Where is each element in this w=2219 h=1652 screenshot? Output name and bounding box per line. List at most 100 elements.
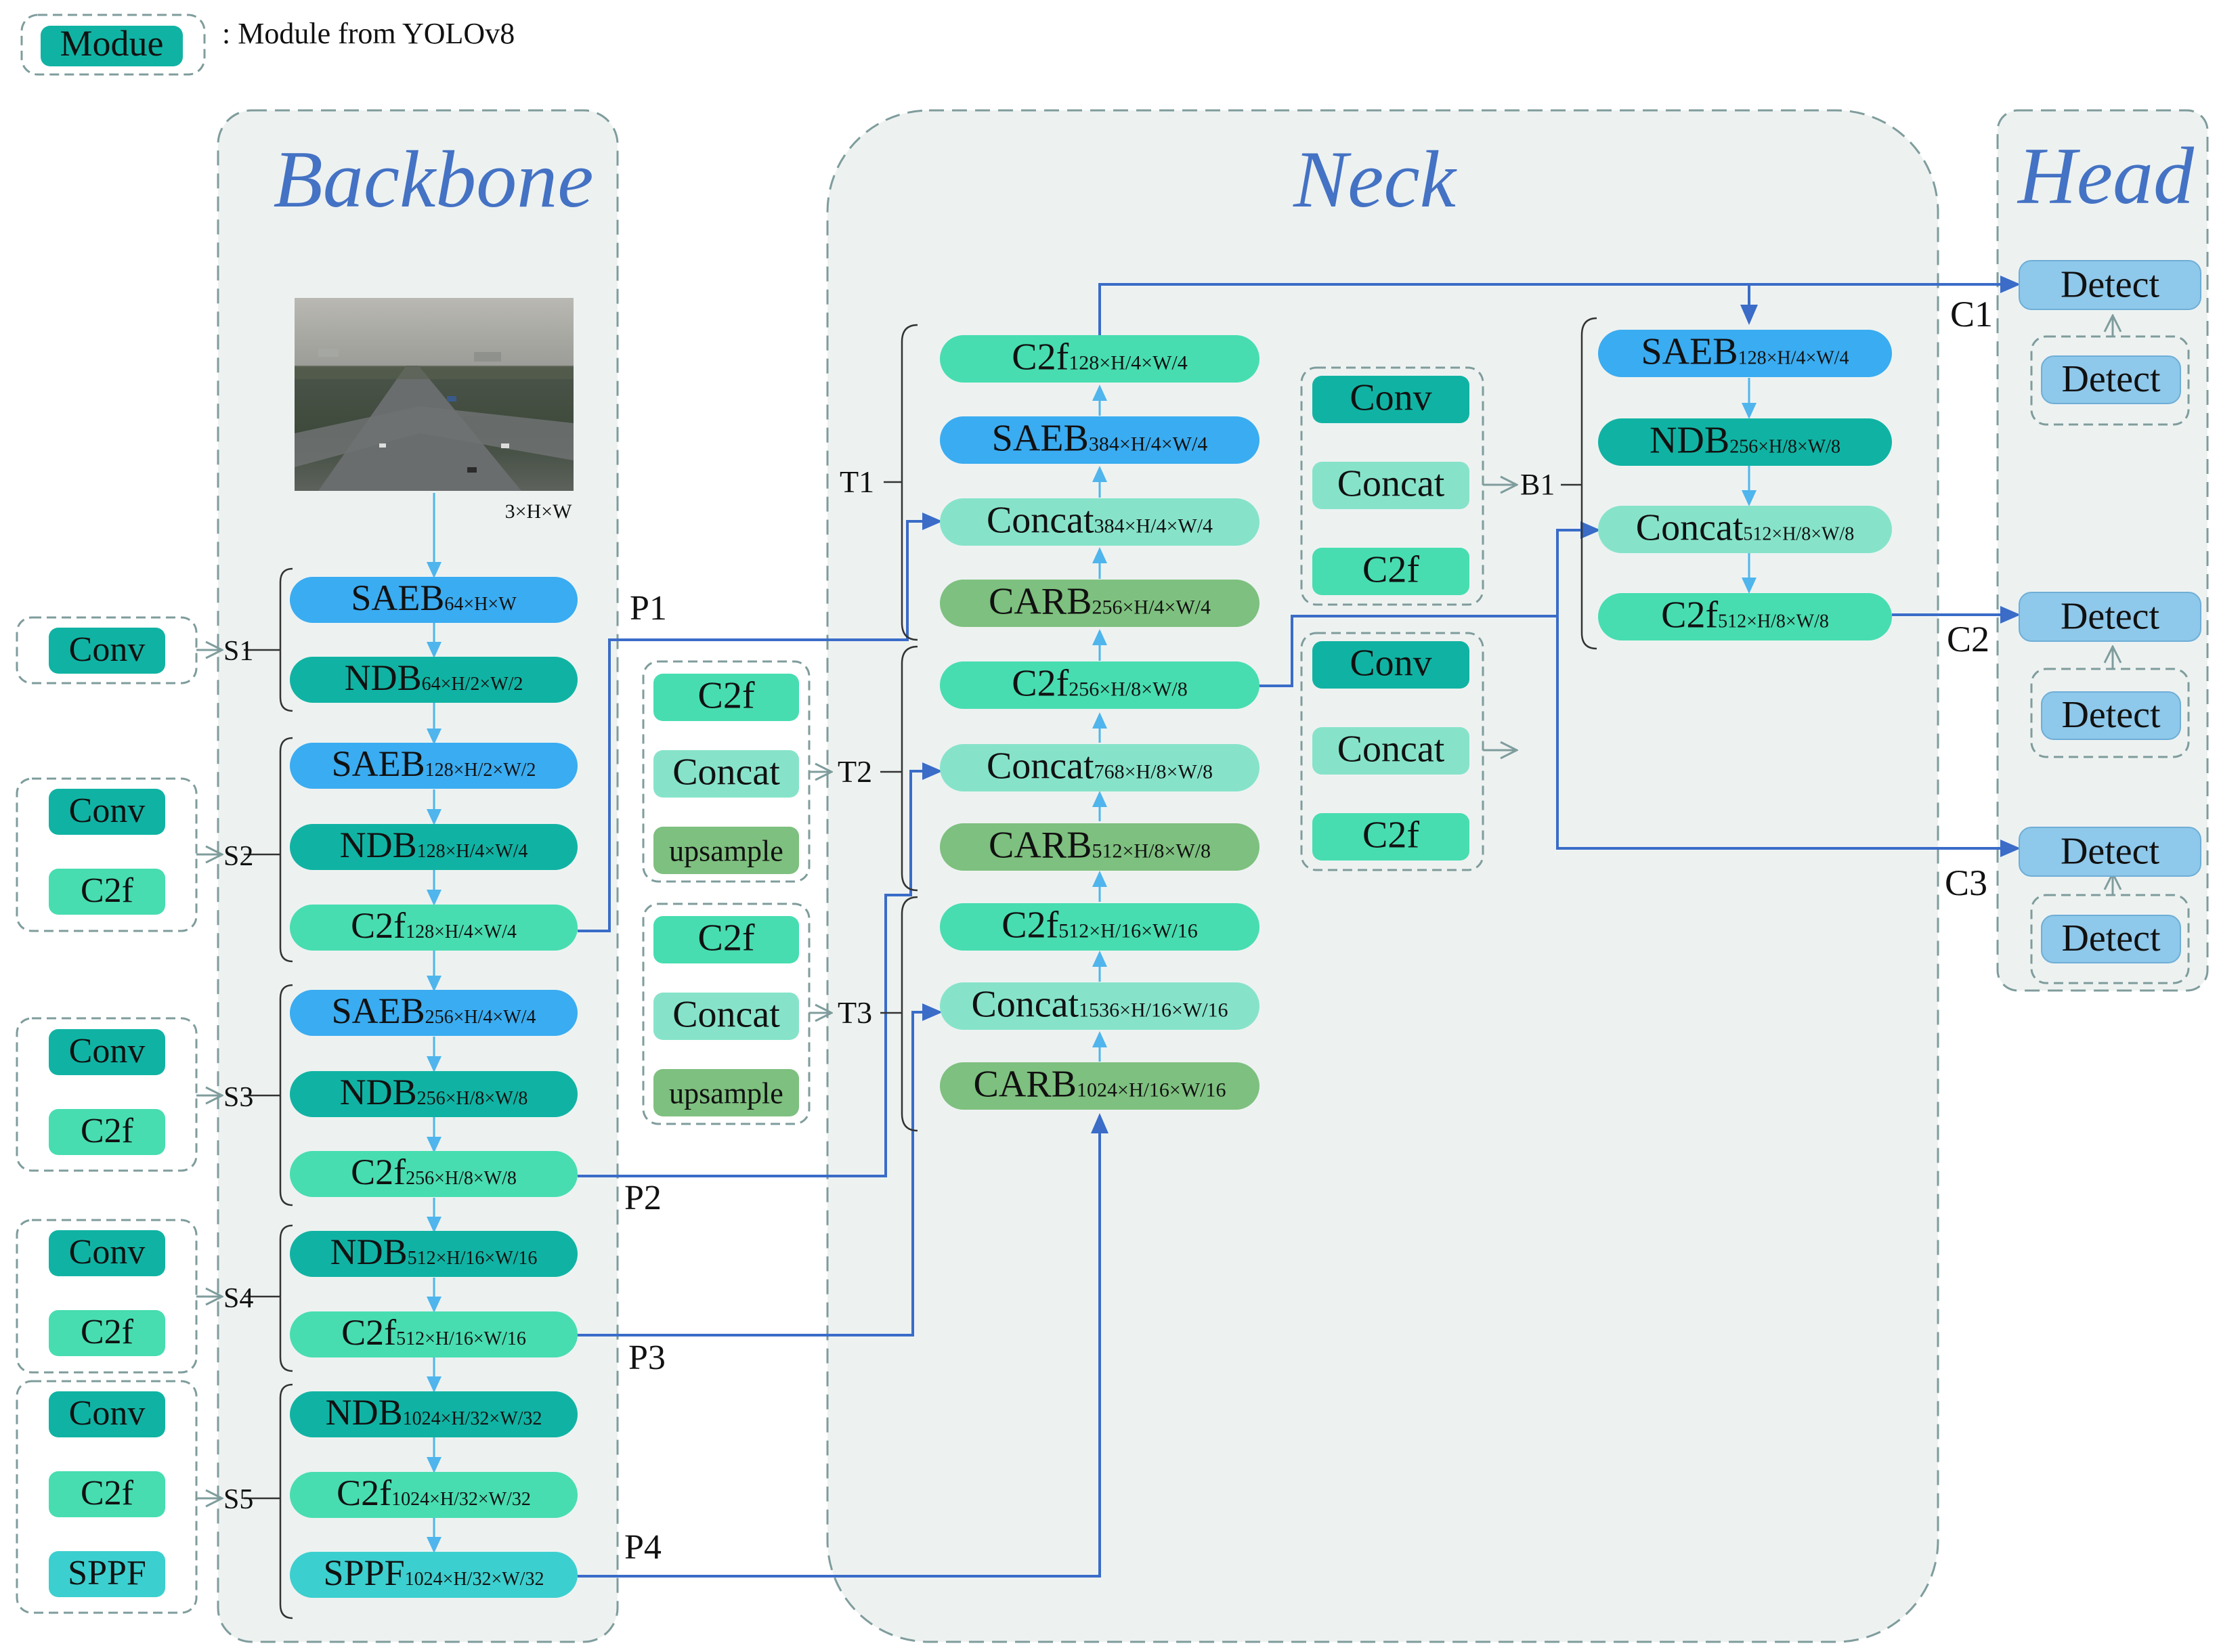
block-shape-sub: 512×H/8×W/8	[1092, 840, 1211, 862]
concat-chip: Concat	[1312, 462, 1469, 509]
head-inner-1	[2030, 335, 2190, 426]
saeb-block: SAEB128×H/4×W/4	[1598, 330, 1892, 377]
block-name: C2f	[341, 1312, 396, 1353]
block-label: C2f128×H/4×W/4	[1012, 336, 1188, 378]
block-shape	[290, 1151, 578, 1197]
dashed-groups	[16, 335, 2190, 1614]
chip-label: Concat	[1337, 728, 1445, 770]
concat-chip: Concat	[653, 993, 799, 1040]
c2f-block: C2f512×H/16×W/16	[940, 903, 1259, 951]
concat-block: Concat512×H/8×W/8	[1598, 506, 1892, 553]
chip-label: C2f	[698, 917, 755, 959]
block-label: NDB128×H/4×W/4	[340, 825, 528, 865]
stage-label-s2: S2	[223, 841, 253, 872]
head-title: Head	[2017, 131, 2195, 221]
chip-shape	[1312, 641, 1469, 689]
s5-group	[16, 1380, 198, 1614]
block-name: SPPF	[324, 1552, 405, 1593]
arrow-to-b1-concat	[1556, 521, 1601, 616]
arrow-to-detect3	[1556, 616, 2021, 857]
block-shape	[940, 335, 1259, 383]
s3-group	[16, 1017, 198, 1172]
chip-shape	[49, 869, 165, 915]
detect-block-1: Detect	[2019, 260, 2201, 310]
chip-shape	[1312, 813, 1469, 861]
block-label: C2f256×H/8×W/8	[1012, 662, 1188, 704]
c2f-block: C2f512×H/8×W/8	[1598, 593, 1892, 640]
chip-shape	[49, 1230, 165, 1276]
chip-shape	[653, 916, 799, 963]
block-shape-sub: 512×H/16×W/16	[396, 1328, 526, 1349]
bracket-t2	[901, 645, 918, 892]
conv-chip: Conv	[1312, 641, 1469, 689]
head-inner-3	[2030, 894, 2190, 984]
block-name: SAEB	[992, 417, 1089, 459]
block-shape	[940, 580, 1259, 627]
block-name: C2f	[337, 1473, 391, 1513]
blocks-layer: SAEB64×H×WNDB64×H/2×W/2SAEB128×H/2×W/2ND…	[49, 260, 2201, 1598]
c2f-block: C2f128×H/4×W/4	[290, 905, 578, 951]
block-name: NDB	[326, 1392, 403, 1433]
block-shape-sub: 128×H/4×W/4	[1738, 347, 1849, 368]
block-label: CARB512×H/8×W/8	[989, 824, 1211, 866]
chip-shape	[1312, 376, 1469, 423]
detect-block-3: Detect	[2019, 827, 2201, 877]
block-shape-sub: 384×H/4×W/4	[1089, 433, 1208, 455]
block-name: C2f	[1012, 336, 1069, 378]
block-shape-sub: 512×H/16×W/16	[408, 1248, 538, 1269]
chip-shape	[1312, 462, 1469, 509]
block-label: NDB512×H/16×W/16	[330, 1232, 538, 1272]
detect-shape	[2019, 827, 2201, 877]
block-shape	[290, 1472, 578, 1518]
block-shape	[290, 1231, 578, 1277]
upsample-chip: upsample	[653, 1069, 799, 1116]
legend-chip-label: Modue	[60, 23, 164, 64]
conv-chip: Conv	[49, 628, 165, 674]
block-label: C2f256×H/8×W/8	[351, 1152, 517, 1192]
legend-chip	[41, 26, 183, 66]
bracket-s4	[279, 1224, 293, 1372]
carb-block: CARB256×H/4×W/4	[940, 580, 1259, 627]
ndb-block: NDB256×H/8×W/8	[1598, 418, 1892, 466]
chip-label: Conv	[1350, 642, 1431, 684]
backbone-title: Backbone	[273, 134, 593, 224]
block-shape-sub: 256×H/8×W/8	[1729, 436, 1840, 457]
chip-shape	[653, 1069, 799, 1116]
detect-inner-block-1: Detect	[2041, 355, 2181, 404]
conv-chip: Conv	[1312, 376, 1469, 423]
block-shape	[940, 903, 1259, 951]
s2-group	[16, 777, 198, 932]
detect-shape	[2019, 260, 2201, 310]
block-label: SAEB128×H/2×W/2	[332, 743, 536, 784]
block-shape	[290, 743, 578, 789]
sppf-block: SPPF1024×H/32×W/32	[290, 1552, 578, 1598]
ndb-block: NDB128×H/4×W/4	[290, 824, 578, 870]
block-shape	[290, 1071, 578, 1117]
legend-description: : Module from YOLOv8	[222, 17, 515, 50]
chip-label: SPPF	[68, 1554, 146, 1592]
block-name: CARB	[989, 580, 1092, 622]
block-name: NDB	[345, 657, 422, 698]
stage-label-s3: S3	[223, 1082, 253, 1113]
block-shape-sub: 512×H/8×W/8	[1718, 611, 1829, 632]
c2f-chip: C2f	[1312, 813, 1469, 861]
block-shape-sub: 256×H/8×W/8	[1069, 678, 1188, 700]
block-label: Concat512×H/8×W/8	[1636, 506, 1854, 548]
chip-shape	[653, 827, 799, 874]
block-name: C2f	[1661, 594, 1718, 636]
input-image	[295, 298, 574, 491]
block-name: SAEB	[351, 578, 444, 618]
block-shape	[940, 823, 1259, 871]
chip-label: Conv	[69, 630, 146, 669]
block-label: NDB256×H/8×W/8	[340, 1072, 528, 1112]
t3-group	[642, 903, 811, 1125]
block-name: NDB	[340, 825, 417, 865]
chip-label: Conv	[69, 1032, 146, 1070]
chip-label: Conv	[1350, 376, 1431, 418]
bracket-s1	[279, 567, 293, 712]
block-label: NDB1024×H/32×W/32	[326, 1392, 542, 1433]
chip-label: C2f	[81, 1112, 134, 1150]
chip-shape	[49, 1109, 165, 1155]
